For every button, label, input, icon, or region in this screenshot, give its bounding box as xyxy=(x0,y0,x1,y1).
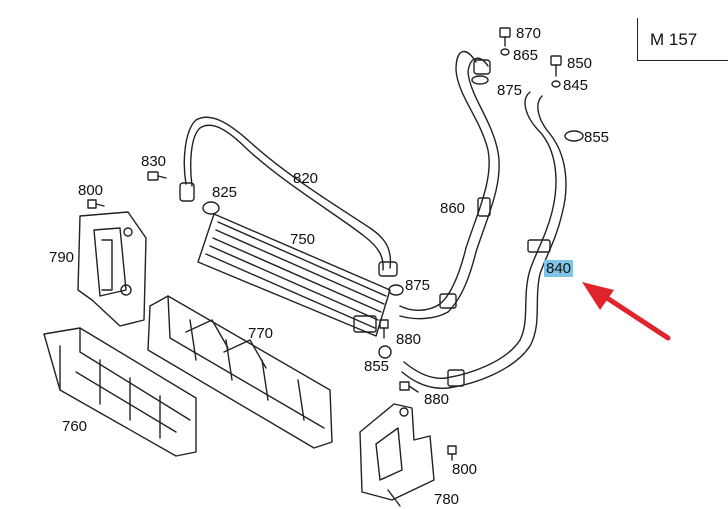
label-860: 860 xyxy=(440,200,466,217)
engine-code-box: M 157 xyxy=(637,18,728,61)
label-830: 830 xyxy=(141,153,167,170)
washer-845 xyxy=(551,80,561,88)
label-820: 820 xyxy=(293,170,319,187)
label-790: 790 xyxy=(49,249,75,266)
air-duct-760 xyxy=(43,327,197,457)
label-770: 770 xyxy=(248,325,274,342)
label-845: 845 xyxy=(563,77,589,94)
label-880-upper: 880 xyxy=(396,331,422,348)
label-875-top: 875 xyxy=(497,82,523,99)
bracket-780 xyxy=(359,403,435,507)
washer-865 xyxy=(500,48,510,56)
bolt-800-left xyxy=(87,199,105,209)
label-850: 850 xyxy=(567,55,593,72)
hose-820 xyxy=(179,116,398,277)
bolt-870 xyxy=(499,27,511,47)
label-760: 760 xyxy=(62,418,88,435)
hose-840 xyxy=(401,91,567,389)
bolt-880-upper xyxy=(379,319,389,339)
air-duct-770 xyxy=(147,295,333,449)
label-750: 750 xyxy=(290,231,316,248)
bolt-830 xyxy=(147,171,167,181)
seal-875-top xyxy=(471,75,489,85)
pointer-arrow xyxy=(582,282,671,341)
label-780: 780 xyxy=(434,491,460,508)
label-855-low: 855 xyxy=(364,358,390,375)
label-800-right: 800 xyxy=(452,461,478,478)
label-865: 865 xyxy=(513,47,539,64)
seal-825 xyxy=(202,201,220,215)
label-855-top: 855 xyxy=(584,129,610,146)
bolt-800-right xyxy=(447,445,457,461)
seal-875-mid xyxy=(388,284,404,296)
bracket-790 xyxy=(77,211,147,327)
label-840-highlighted: 840 xyxy=(544,260,574,277)
hose-860 xyxy=(399,50,500,320)
label-880-lower: 880 xyxy=(424,391,450,408)
label-870: 870 xyxy=(516,25,542,42)
bolt-850 xyxy=(550,55,562,77)
oil-cooler-750 xyxy=(197,213,391,337)
seal-855-top xyxy=(564,130,584,142)
label-800-left: 800 xyxy=(78,182,104,199)
label-875-mid: 875 xyxy=(405,277,431,294)
engine-code: M 157 xyxy=(650,30,698,49)
label-825: 825 xyxy=(212,184,238,201)
seal-855-low xyxy=(378,345,392,359)
bolt-880-lower xyxy=(399,381,419,393)
